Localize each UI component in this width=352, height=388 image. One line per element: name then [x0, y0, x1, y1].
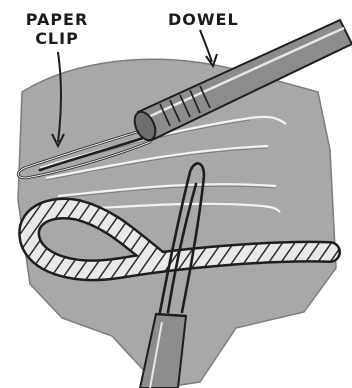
- paper-clip-label-line1: PAPER: [14, 10, 100, 29]
- paper-clip-label: PAPER CLIP: [14, 10, 100, 48]
- paper-clip-label-line2: CLIP: [14, 29, 100, 48]
- dowel-label: DOWEL: [168, 10, 239, 29]
